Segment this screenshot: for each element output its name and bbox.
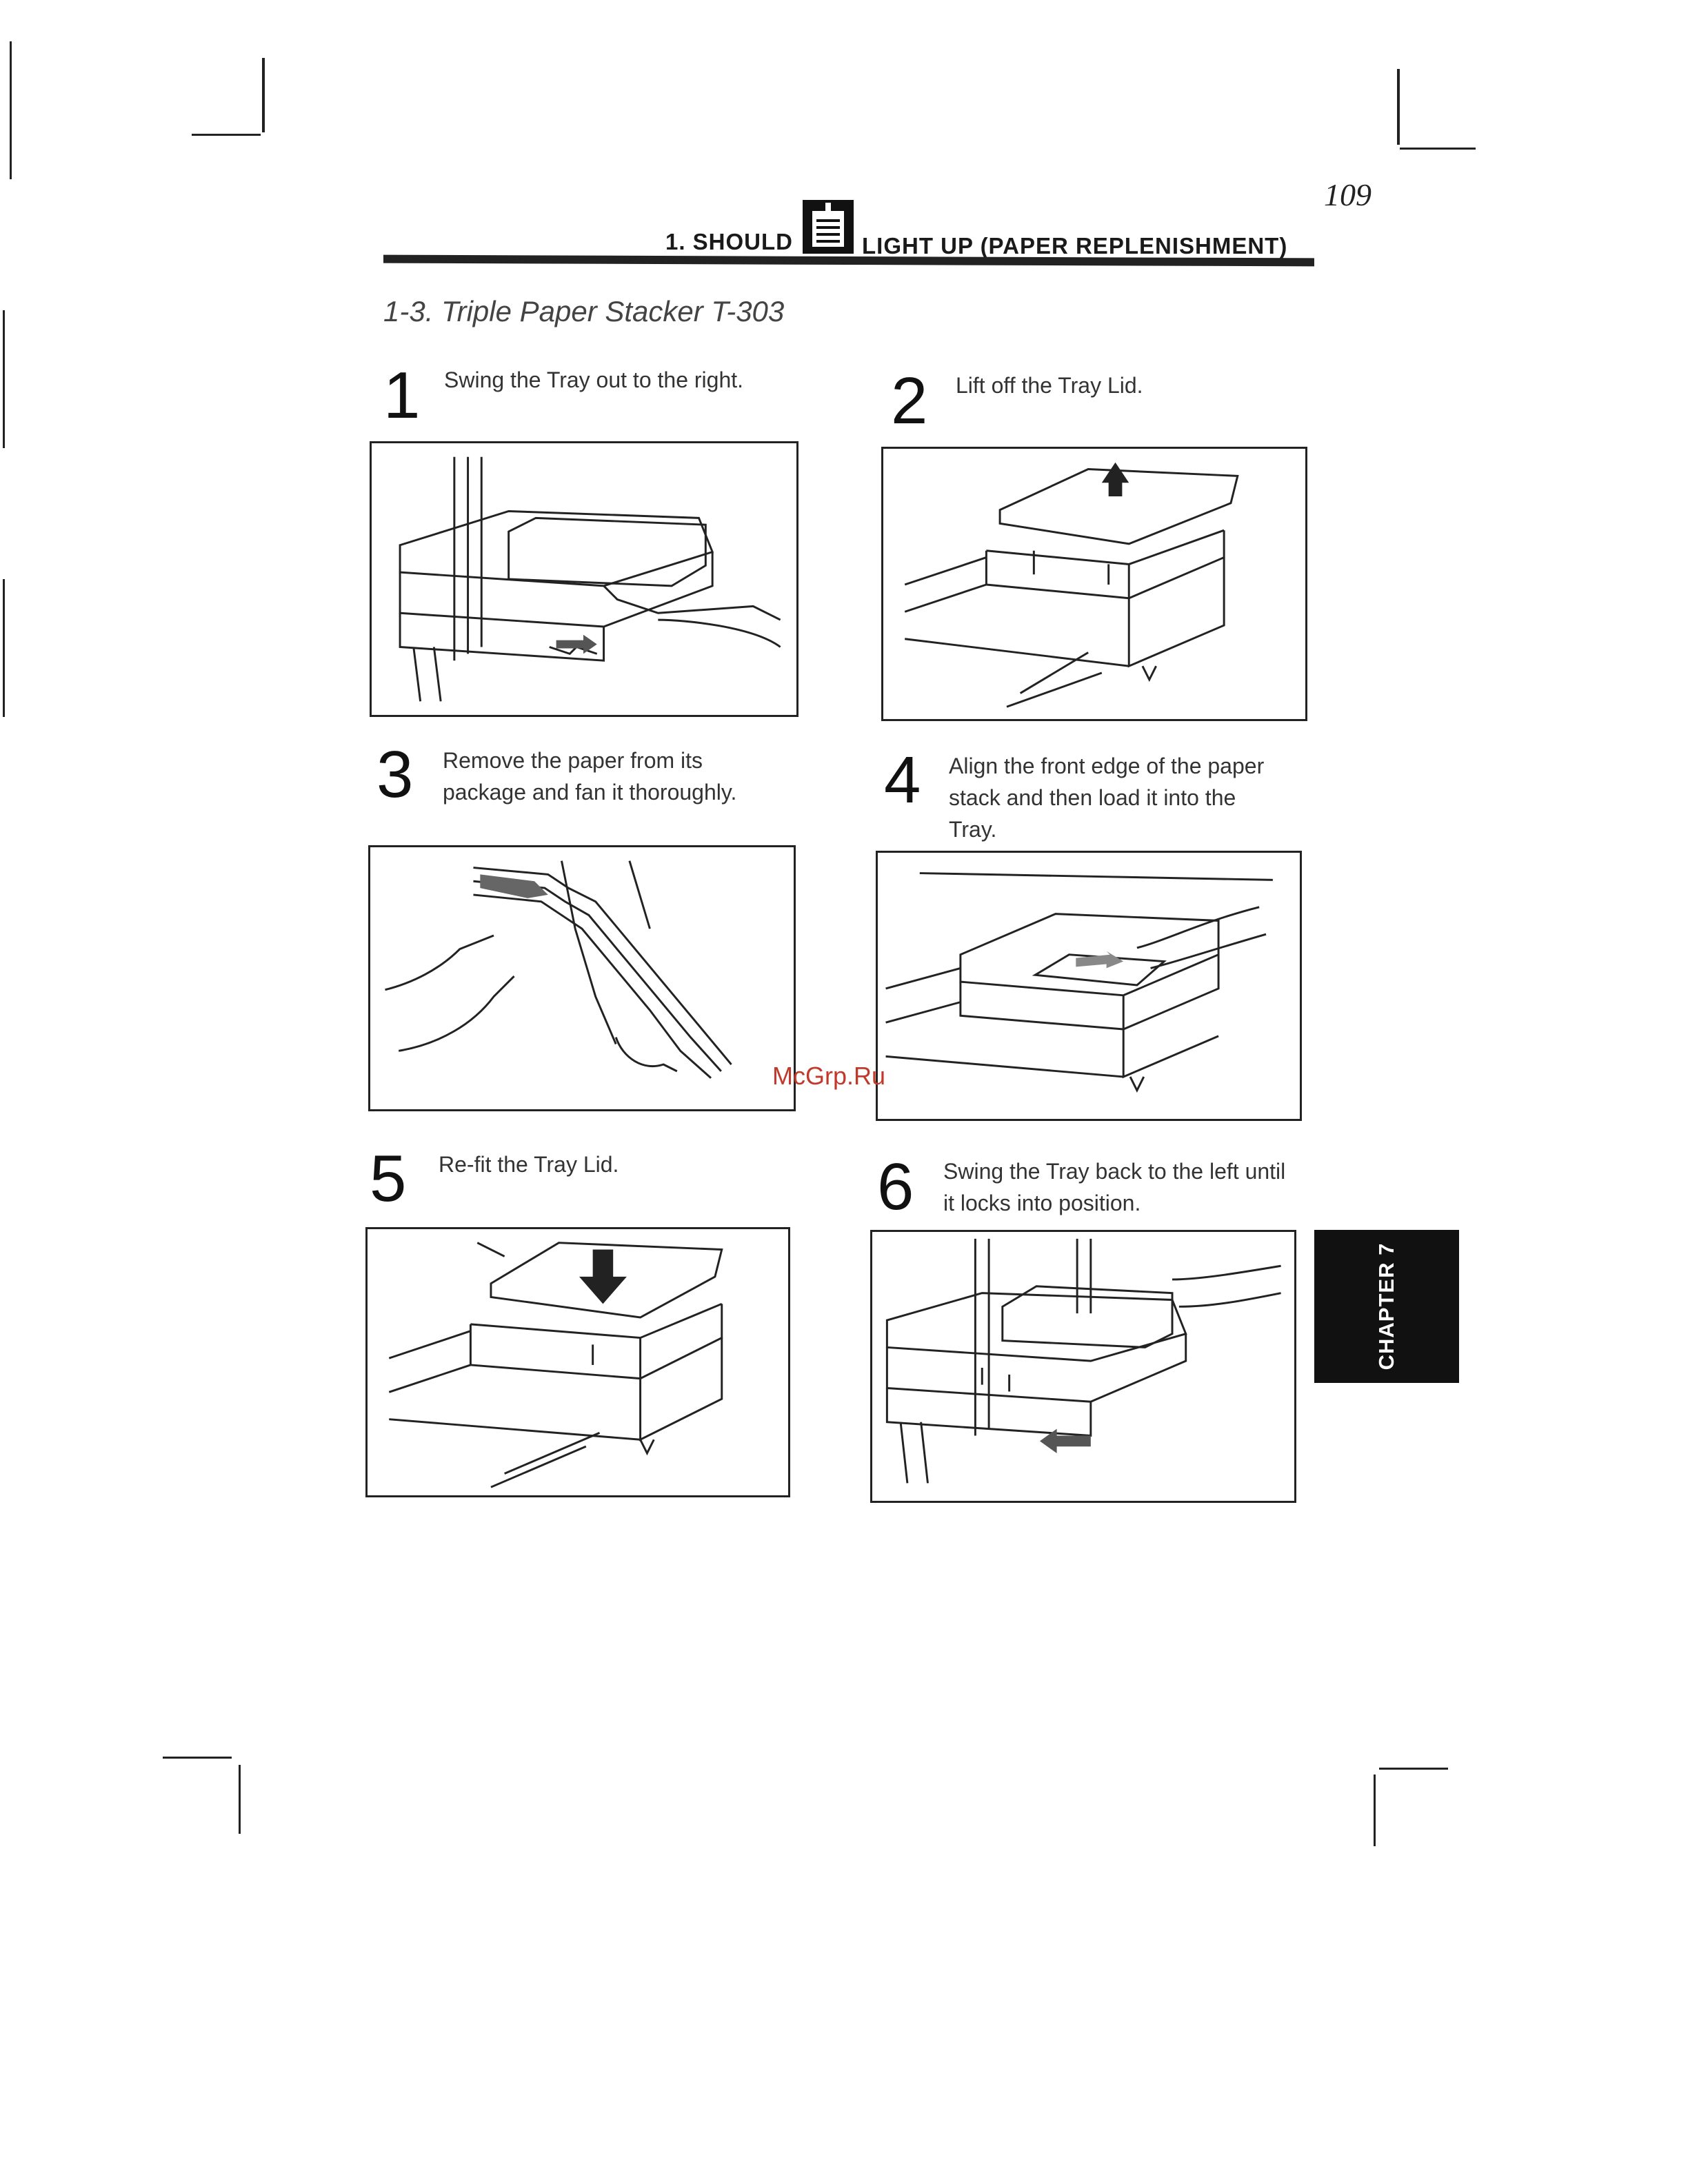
step-number: 6: [877, 1150, 914, 1224]
step-number: 1: [383, 358, 421, 432]
step-number: 5: [370, 1142, 407, 1215]
step-instruction: Lift off the Tray Lid.: [956, 373, 1143, 398]
lift-tray-lid-drawing: [904, 462, 1239, 708]
crop-mark: [1374, 1775, 1376, 1846]
step-illustration: [876, 851, 1302, 1121]
chapter-tab: CHAPTER 7: [1314, 1230, 1459, 1383]
crop-mark: [163, 1757, 232, 1759]
step-illustration: [370, 441, 798, 717]
paper-document-icon: [803, 200, 854, 254]
step-illustration: [870, 1230, 1296, 1503]
step-number: 3: [376, 738, 414, 811]
header-left-text: 1. SHOULD: [665, 229, 793, 254]
page-number: 109: [1324, 177, 1372, 212]
crop-mark: [1379, 1768, 1448, 1770]
step-instruction: Align the front edge of the paper stack …: [949, 754, 1265, 842]
running-header: 1. SHOULD LIGHT UP (PAPER REPLENISHMENT): [383, 200, 1314, 267]
tray-swing-out-drawing: [399, 456, 781, 702]
step-instruction: Swing the Tray back to the left until it…: [943, 1159, 1286, 1215]
refit-tray-lid-drawing: [388, 1242, 723, 1488]
load-paper-tray-drawing: [885, 872, 1273, 1093]
step-illustration: [365, 1227, 790, 1497]
tray-swing-back-drawing: [885, 1238, 1281, 1484]
step-number: 4: [884, 743, 921, 817]
step-instruction: Swing the Tray out to the right.: [444, 367, 744, 392]
step-illustration: [881, 447, 1307, 721]
step-illustration: [368, 845, 796, 1111]
fan-paper-drawing: [385, 860, 732, 1079]
step-number: 2: [891, 364, 928, 438]
crop-mark: [1400, 148, 1476, 150]
crop-mark: [192, 134, 261, 136]
crop-mark: [3, 310, 5, 448]
step-instruction: Re-fit the Tray Lid.: [439, 1152, 619, 1177]
chapter-tab-label: CHAPTER 7: [1374, 1242, 1398, 1371]
crop-mark: [1397, 69, 1400, 145]
step-instruction: Remove the paper from its package and fa…: [443, 748, 737, 805]
crop-mark: [10, 41, 12, 179]
header-right-text: LIGHT UP (PAPER REPLENISHMENT): [862, 233, 1288, 259]
section-title: 1-3. Triple Paper Stacker T-303: [383, 295, 785, 327]
crop-mark: [262, 58, 265, 132]
crop-mark: [239, 1765, 241, 1834]
crop-mark: [3, 579, 5, 717]
watermark: McGrp.Ru: [772, 1062, 886, 1090]
